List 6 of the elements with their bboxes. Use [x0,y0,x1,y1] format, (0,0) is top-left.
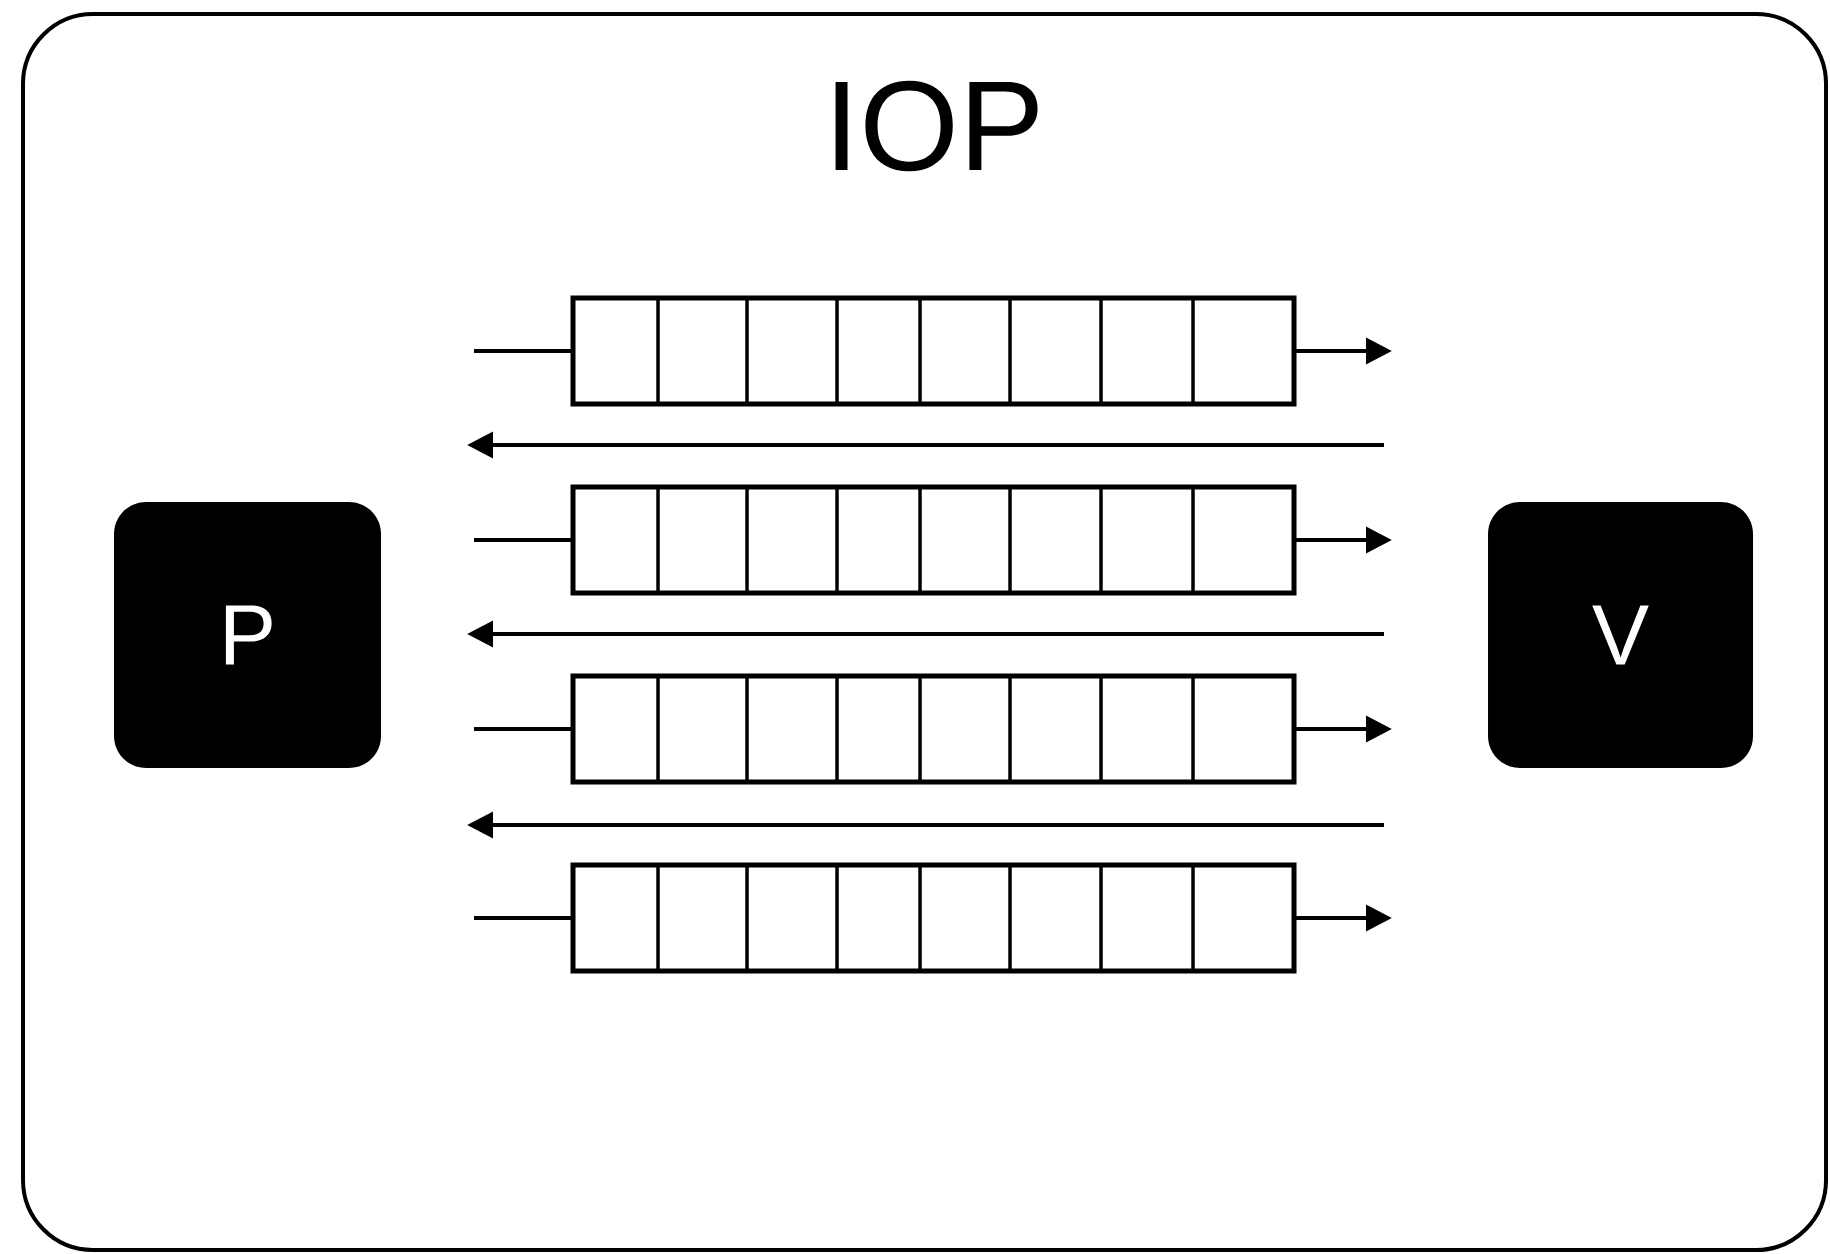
queue-bar [570,862,1297,974]
process-box: V [1488,502,1753,768]
process-box: P [114,502,381,768]
queue-bar [570,295,1297,407]
queue-bar [570,673,1297,785]
queue-bar [570,484,1297,596]
